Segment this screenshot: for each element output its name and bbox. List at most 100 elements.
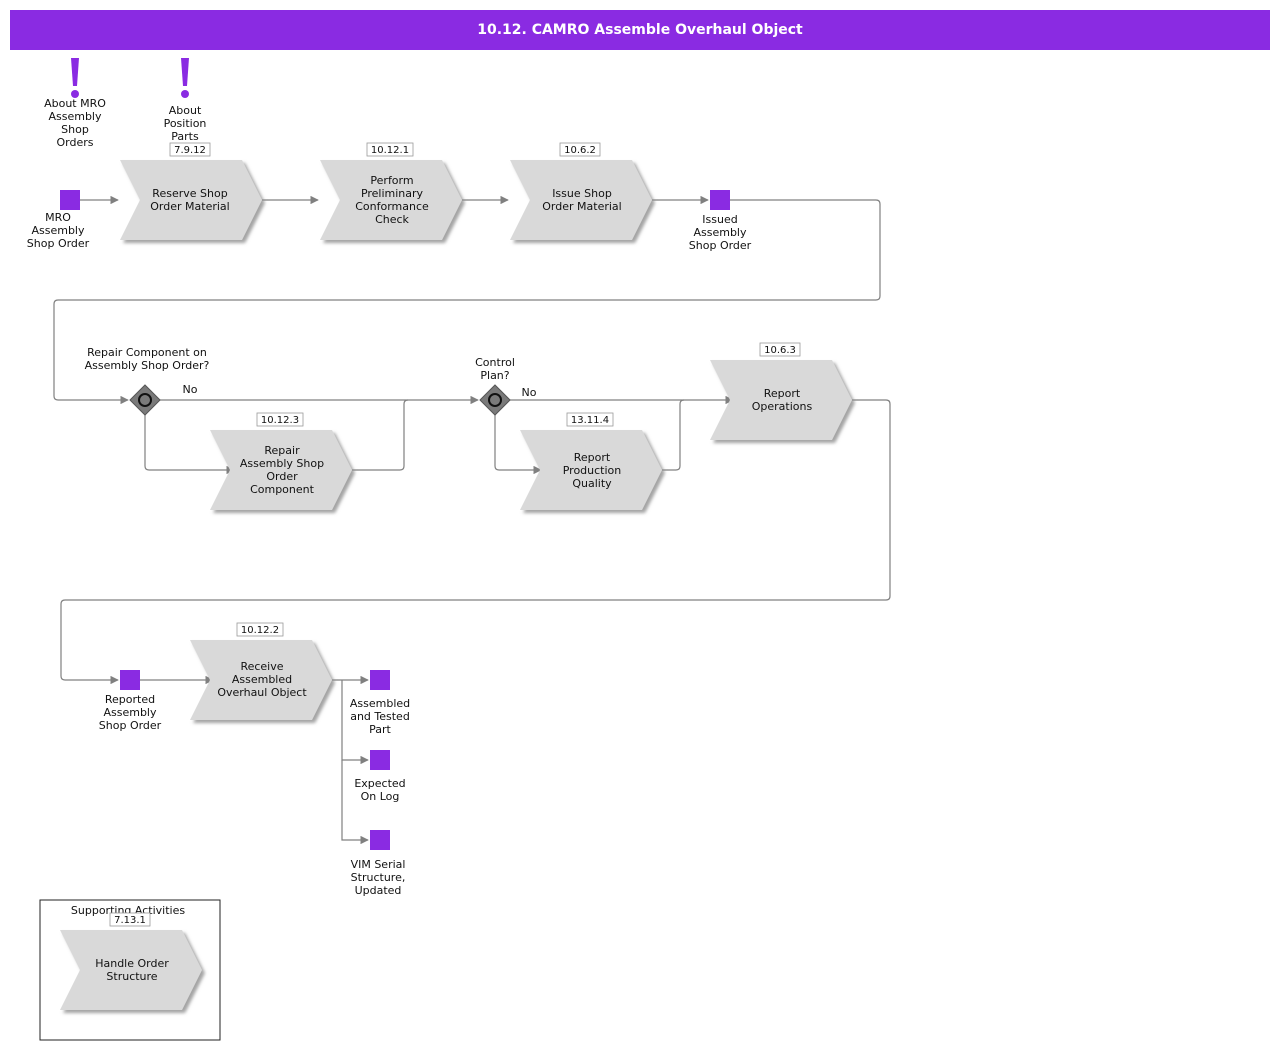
label-line: Perform [370,174,413,187]
gateway-diamond-icon [479,384,511,416]
label-line: Reserve Shop [152,187,227,200]
gateway-ring [138,393,152,407]
label-line: Assembly [48,110,102,123]
ref-badge-text: 7.9.12 [174,145,206,156]
label-line: Order Material [150,200,229,213]
connectors [53,195,891,845]
label-line: Shop [61,123,89,136]
event-square [120,670,140,690]
label-line: Conformance [355,200,429,213]
label-line: Plan? [480,369,509,382]
ref-badge-text: 10.12.1 [371,145,409,156]
process-shape [120,160,262,240]
ref-badge-text: 13.11.4 [571,415,609,426]
label-line: Parts [171,130,199,143]
label-line: Report [764,387,801,400]
process-shape [190,640,332,720]
label-line: Structure [106,970,157,983]
label-line: Part [369,723,391,736]
label-line: Shop Order [27,237,90,250]
label-line: Component [250,483,315,496]
label-line: Orders [57,136,94,149]
ref-badge [759,342,801,357]
exclamation-icon [181,58,189,86]
ref-badge [256,412,304,427]
ref-badge-text: 10.6.2 [564,145,596,156]
ref-badge-text: 7.13.1 [114,915,146,926]
process-shape [510,160,652,240]
label-line: Receive [240,660,283,673]
exclamation-dot [71,90,79,98]
label-line: Report [574,451,611,464]
gateway-branch-label: No [183,383,198,396]
label-line: Quality [572,477,612,490]
ref-badge [236,622,284,637]
label-line: Repair Component on [87,346,207,359]
ref-badge-text: 10.12.3 [261,415,299,426]
label-line: VIM Serial [351,858,406,871]
event-square [370,750,390,770]
label-line: Assembly [31,224,85,237]
label-line: Assembly Shop [240,457,324,470]
supporting-activities-box: Supporting Activities 7.13.1 Handle Orde… [39,899,221,1041]
label-line: On Log [361,790,400,803]
exclamation-dot [181,90,189,98]
label-line: Handle Order [95,957,169,970]
process-shape [60,930,202,1010]
label-line: Structure, [351,871,406,884]
label-line: Updated [355,884,402,897]
label-line: Order [266,470,298,483]
label-line: and Tested [350,710,410,723]
event-square [370,830,390,850]
label-line: Overhaul Object [217,686,307,699]
label-line: Shop Order [99,719,162,732]
label-line: Assembly [693,226,747,239]
label-line: Assembly [103,706,157,719]
label-line: Operations [752,400,813,413]
label-line: Position [164,117,207,130]
label-line: Expected [354,777,405,790]
label-line: Check [375,213,409,226]
label-line: Shop Order [689,239,752,252]
event-square [370,670,390,690]
process-shape [210,430,352,510]
gateway-ring [488,393,502,407]
label-line: Order Material [542,200,621,213]
gateway-diamond-icon [129,384,161,416]
label-line: Preliminary [361,187,424,200]
event-square [60,190,80,210]
